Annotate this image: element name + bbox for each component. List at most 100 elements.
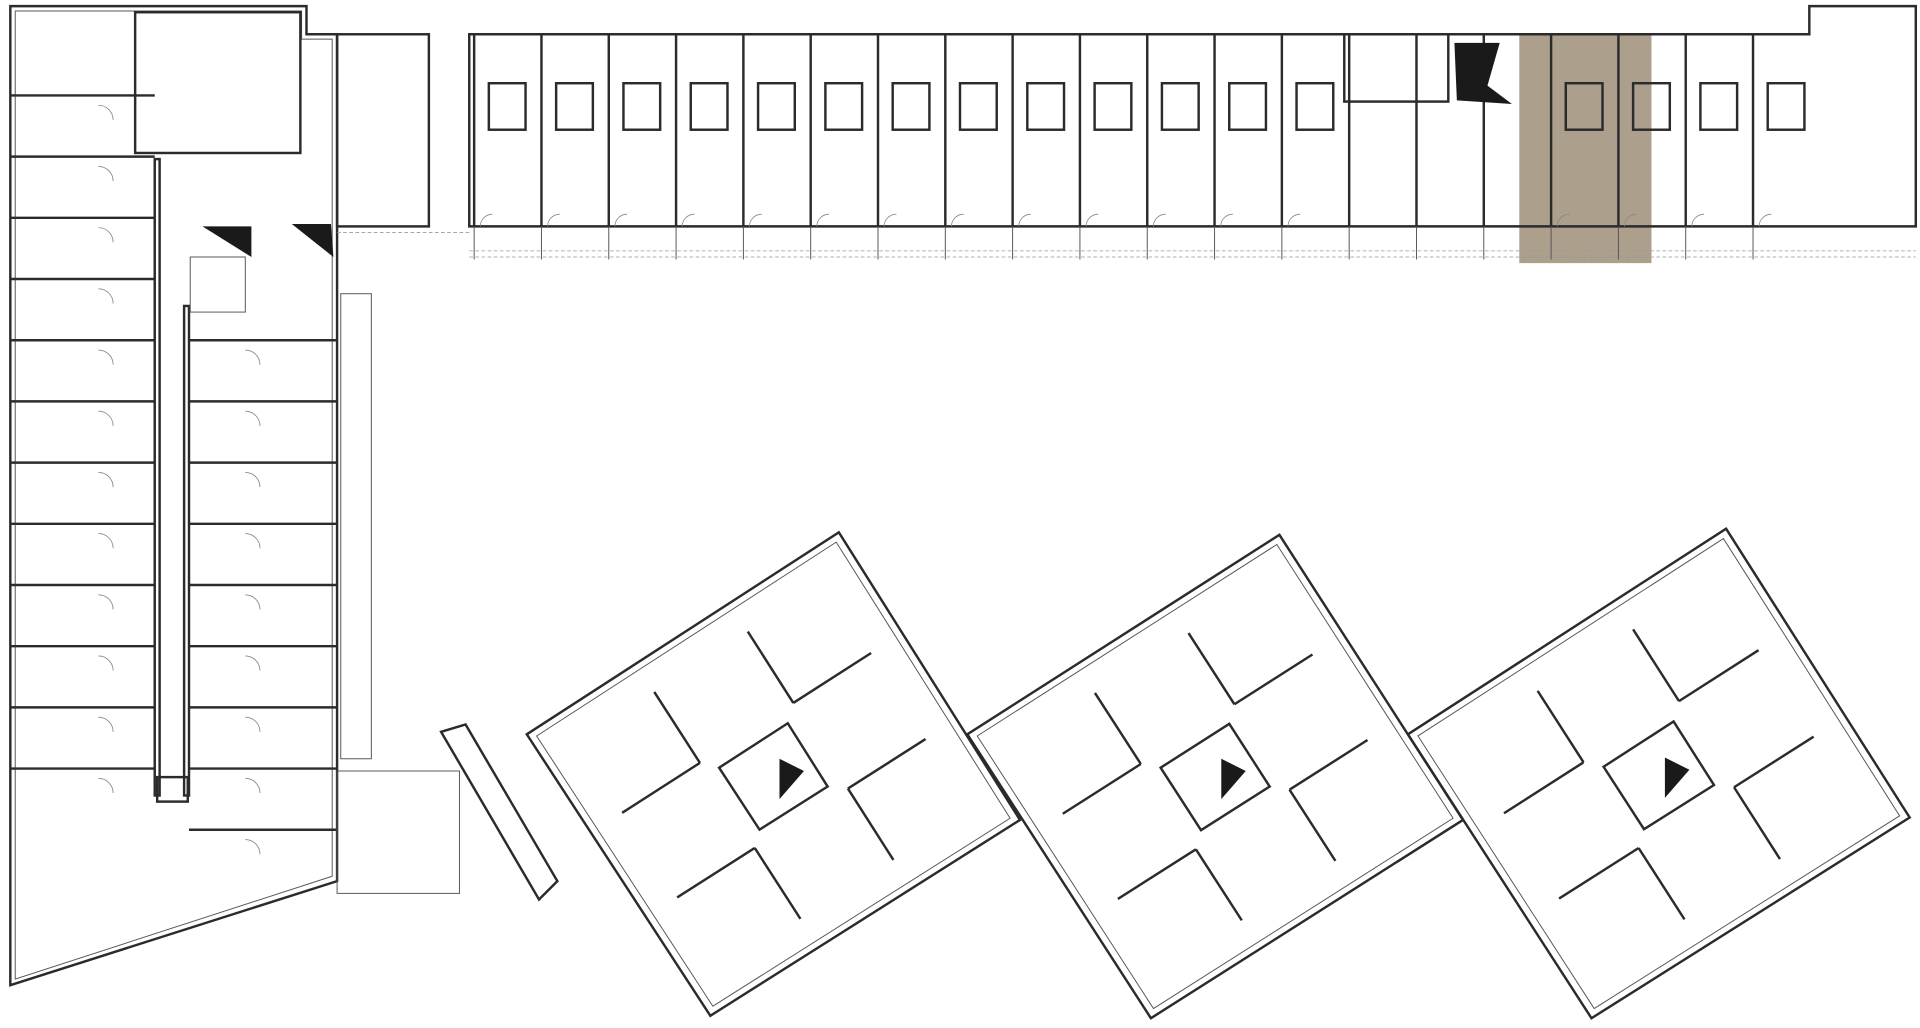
bathroom [689, 81, 729, 131]
bathroom [756, 81, 797, 131]
tower-inner-outline [535, 541, 1011, 1007]
partition-wall [1733, 735, 1815, 789]
north-stair-core [1343, 33, 1450, 103]
door-swing [883, 213, 897, 227]
door-swing [245, 471, 261, 488]
bathroom [1295, 81, 1335, 131]
partition-wall [1187, 632, 1236, 705]
partition-wall [676, 846, 756, 899]
bathroom [1026, 81, 1066, 131]
partition-wall [1678, 649, 1760, 703]
elevator-shaft [1664, 757, 1690, 798]
partition-wall [1503, 761, 1585, 815]
door-swing [1220, 213, 1233, 227]
north-wing-outline [468, 4, 1918, 228]
partition-wall [1093, 692, 1142, 765]
west-bottom-core [155, 775, 190, 803]
west-elevator-shaft-2 [291, 223, 334, 257]
partition-wall [1632, 628, 1681, 702]
door-swing [1287, 213, 1301, 227]
connector-block [335, 33, 431, 228]
north-elevator-shaft [1454, 42, 1512, 105]
partition-wall [846, 787, 895, 861]
partition-wall [746, 630, 795, 704]
door-swing [245, 594, 261, 610]
door-swing [98, 410, 114, 426]
partition-wall [1637, 847, 1686, 921]
door-swing [245, 839, 261, 855]
partition-wall [621, 761, 701, 814]
bathroom [1766, 81, 1806, 131]
partition-wall [653, 691, 701, 764]
highlighted-unit[interactable] [1519, 34, 1652, 264]
bathroom [1093, 81, 1133, 131]
door-swing [98, 533, 114, 549]
door-swing [1018, 213, 1032, 227]
exterior-stair [336, 723, 559, 902]
door-swing [1152, 213, 1166, 227]
door-swing [98, 655, 114, 671]
north-rooms-block [133, 11, 302, 155]
door-swing [749, 213, 762, 227]
tower-block-1 [525, 530, 1022, 1018]
door-swing [98, 288, 114, 304]
door-swing [1556, 213, 1570, 227]
bathroom [554, 81, 595, 131]
door-swing [614, 213, 628, 227]
door-swing [816, 213, 830, 227]
door-swing [1758, 213, 1772, 227]
door-swing [98, 777, 114, 794]
partition-wall [753, 847, 802, 920]
door-swing [245, 655, 261, 671]
west-elevator-shaft [202, 226, 252, 257]
partition-wall [1062, 762, 1142, 815]
bathroom [824, 81, 864, 131]
door-swing [245, 716, 261, 732]
bathroom [958, 81, 998, 131]
door-swing [98, 227, 114, 243]
tower-outline [965, 533, 1465, 1020]
tower-outline [1406, 526, 1912, 1020]
elevator-shaft [779, 758, 804, 800]
tower-core [717, 721, 830, 832]
bathroom [487, 81, 527, 131]
partition-wall [1233, 653, 1314, 706]
door-swing [951, 213, 964, 227]
door-swing [245, 777, 261, 794]
east-facade-balcony [340, 293, 372, 760]
tower-inner-outline [1417, 537, 1901, 1010]
partition-wall [1733, 786, 1781, 860]
ramp [336, 770, 460, 894]
exterior-stair-outline [439, 723, 559, 902]
door-swing [1691, 213, 1705, 227]
door-swing [98, 594, 114, 610]
door-swing [1624, 213, 1637, 227]
tower-outline [525, 530, 1022, 1018]
partition-wall [1558, 846, 1640, 900]
partition-wall [847, 738, 927, 790]
partition-wall [1288, 789, 1337, 862]
door-swing [98, 349, 114, 365]
door-swing [245, 533, 261, 549]
north-wing [468, 4, 1918, 260]
bathroom [1631, 81, 1672, 131]
door-swing [479, 213, 493, 227]
west-wing [9, 4, 339, 987]
door-swing [98, 166, 114, 182]
partition-wall [1194, 848, 1243, 922]
bathroom [1699, 81, 1739, 131]
west-wing-rooms [10, 94, 338, 855]
tower-block-3 [1406, 526, 1912, 1020]
door-swing [245, 349, 261, 365]
door-swing [245, 410, 261, 426]
door-swing [98, 716, 114, 732]
door-swing [681, 213, 695, 227]
partition-wall [792, 651, 872, 704]
door-swing [98, 104, 114, 120]
bathroom [891, 81, 931, 131]
tower-core [1158, 722, 1272, 832]
door-swing [1085, 213, 1099, 227]
bathroom [1564, 81, 1604, 131]
bathroom [1228, 81, 1268, 131]
